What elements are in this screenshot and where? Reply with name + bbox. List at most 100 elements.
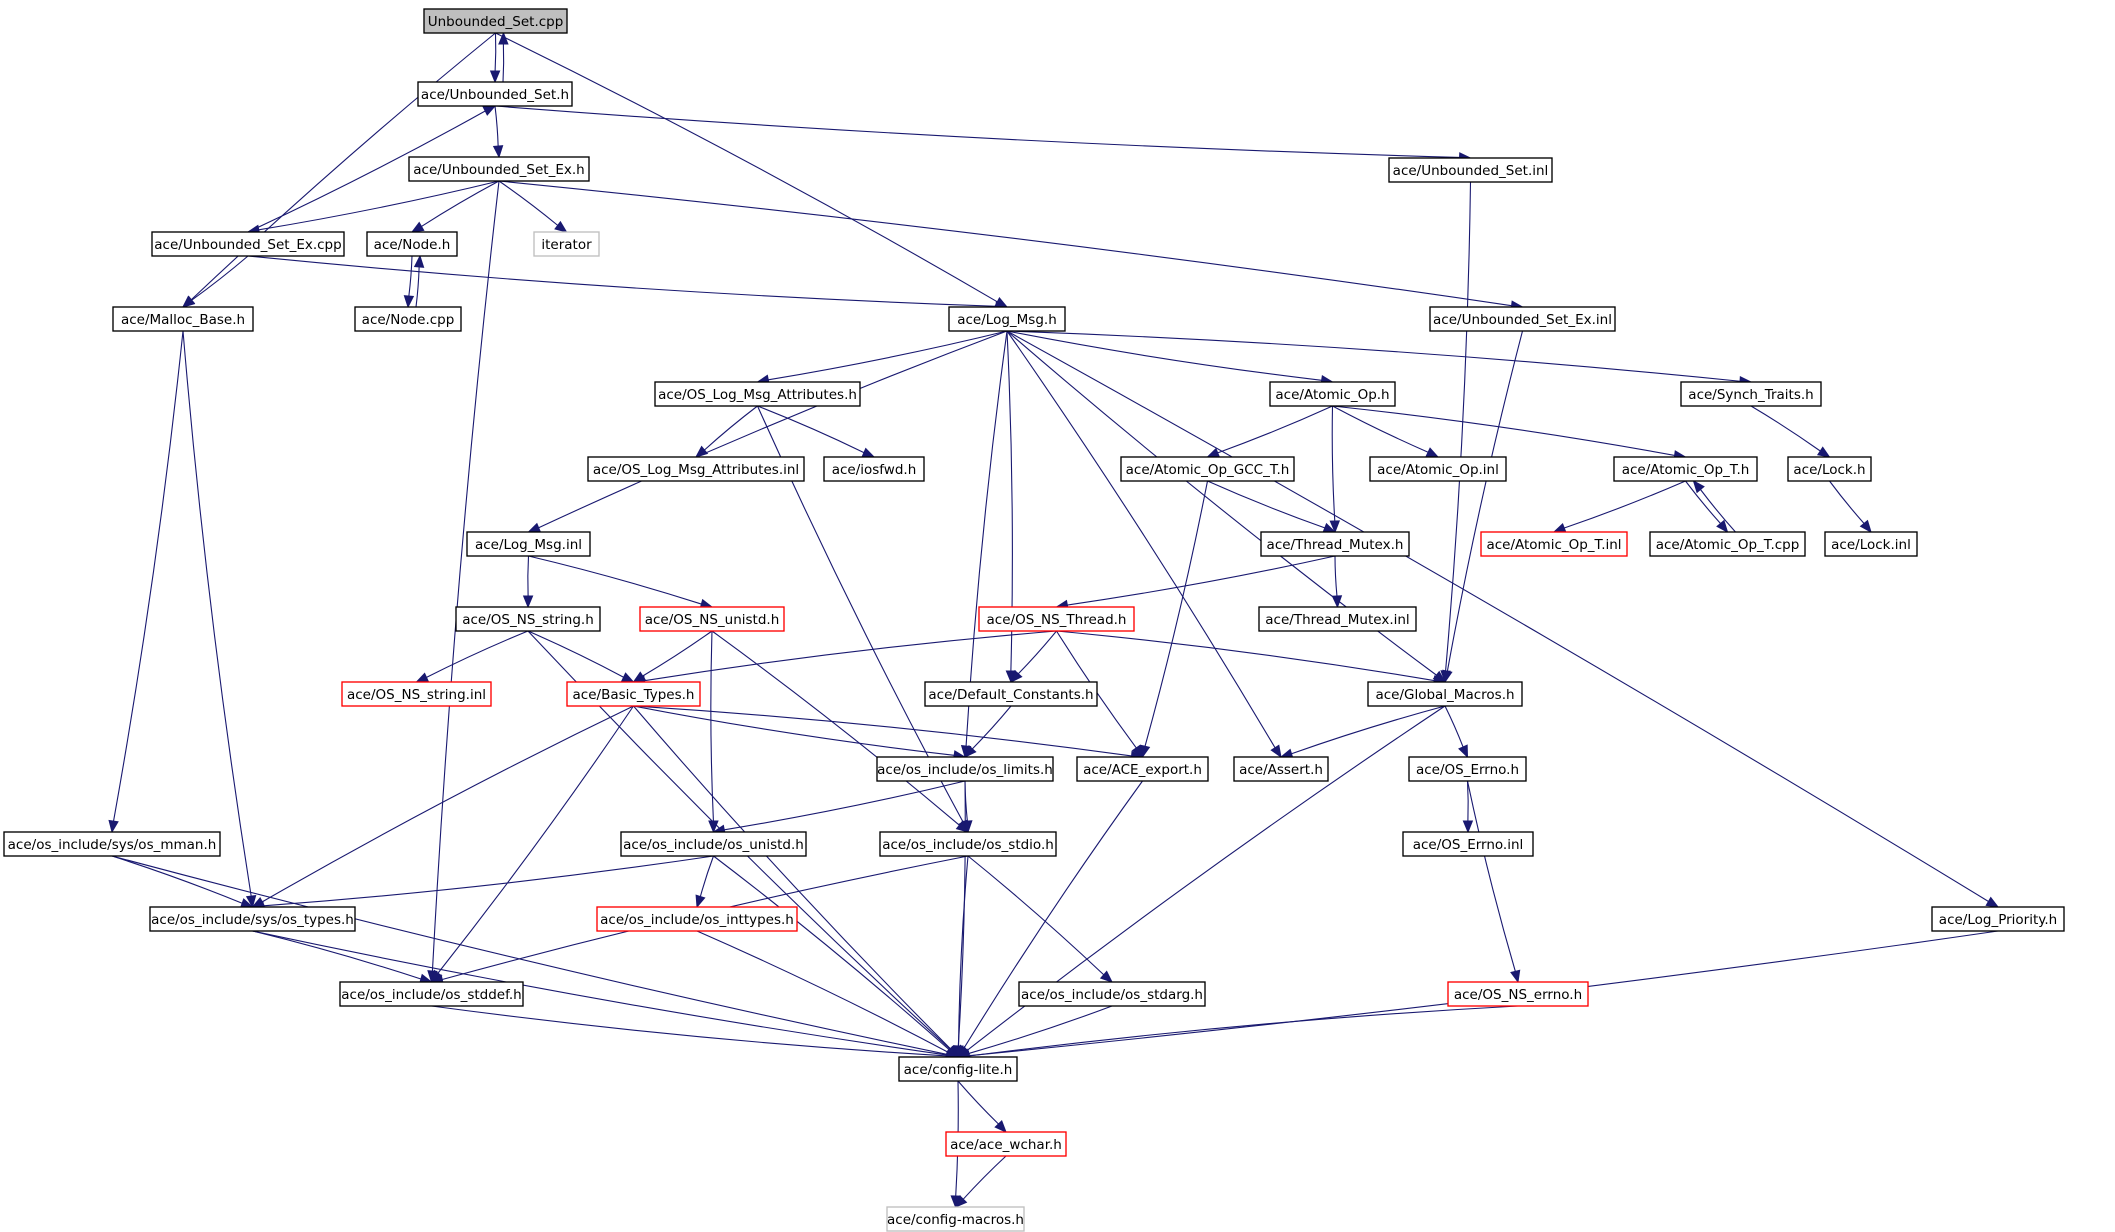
node-os-inttypes-h[interactable]: ace/os_include/os_inttypes.h <box>596 906 798 932</box>
node-atomic-op-inl[interactable]: ace/Atomic_Op.inl <box>1369 456 1507 482</box>
node-os-limits-h[interactable]: ace/os_include/os_limits.h <box>876 756 1054 782</box>
node-box[interactable] <box>149 906 356 932</box>
node-config-lite-h[interactable]: ace/config-lite.h <box>898 1056 1018 1082</box>
node-os-unistd-h[interactable]: ace/os_include/os_unistd.h <box>620 831 807 857</box>
node-unbounded-set-h[interactable]: ace/Unbounded_Set.h <box>417 81 573 107</box>
node-box[interactable] <box>1402 831 1534 857</box>
node-lock-h[interactable]: ace/Lock.h <box>1787 456 1872 482</box>
node-node-cpp[interactable]: ace/Node.cpp <box>354 306 462 332</box>
node-box[interactable] <box>112 306 254 332</box>
node-ace-export-h[interactable]: ace/ACE_export.h <box>1076 756 1209 782</box>
node-iosfwd-h[interactable]: ace/iosfwd.h <box>823 456 925 482</box>
node-box[interactable] <box>1260 531 1410 557</box>
node-log-msg-inl[interactable]: ace/Log_Msg.inl <box>466 531 591 557</box>
node-box[interactable] <box>1447 981 1589 1007</box>
node-thread-mutex-inl[interactable]: ace/Thread_Mutex.inl <box>1258 606 1417 632</box>
node-os-log-msg-attributes-h[interactable]: ace/OS_Log_Msg_Attributes.h <box>654 381 861 407</box>
node-basic-types-h[interactable]: ace/Basic_Types.h <box>566 681 701 707</box>
node-os-ns-string-h[interactable]: ace/OS_NS_string.h <box>455 606 601 632</box>
node-box[interactable] <box>1408 756 1527 782</box>
node-box[interactable] <box>596 906 798 932</box>
node-box[interactable] <box>423 8 568 34</box>
node-box[interactable] <box>876 756 1054 782</box>
node-box[interactable] <box>1787 456 1872 482</box>
node-box[interactable] <box>1258 606 1417 632</box>
node-thread-mutex-h[interactable]: ace/Thread_Mutex.h <box>1260 531 1410 557</box>
node-box[interactable] <box>1613 456 1758 482</box>
node-box[interactable] <box>948 306 1066 332</box>
node-box[interactable] <box>417 81 573 107</box>
node-os-log-msg-attributes-inl[interactable]: ace/OS_Log_Msg_Attributes.inl <box>587 456 805 482</box>
node-box[interactable] <box>886 1206 1025 1232</box>
node-box[interactable] <box>879 831 1057 857</box>
node-box[interactable] <box>1233 756 1329 782</box>
node-unbounded-set-ex-cpp[interactable]: ace/Unbounded_Set_Ex.cpp <box>151 231 345 257</box>
node-box[interactable] <box>823 456 925 482</box>
node-box[interactable] <box>533 231 600 257</box>
node-box[interactable] <box>466 531 591 557</box>
node-box[interactable] <box>978 606 1135 632</box>
node-log-msg-h[interactable]: ace/Log_Msg.h <box>948 306 1066 332</box>
node-atomic-op-gcc-t-h[interactable]: ace/Atomic_Op_GCC_T.h <box>1120 456 1295 482</box>
node-box[interactable] <box>587 456 805 482</box>
node-unbounded-set-ex-h[interactable]: ace/Unbounded_Set_Ex.h <box>408 156 590 182</box>
node-atomic-op-t-h[interactable]: ace/Atomic_Op_T.h <box>1613 456 1758 482</box>
node-box[interactable] <box>620 831 807 857</box>
node-box[interactable] <box>341 681 492 707</box>
node-assert-h[interactable]: ace/Assert.h <box>1233 756 1329 782</box>
node-box[interactable] <box>408 156 590 182</box>
node-malloc-base-h[interactable]: ace/Malloc_Base.h <box>112 306 254 332</box>
node-os-ns-thread-h[interactable]: ace/OS_NS_Thread.h <box>978 606 1135 632</box>
node-os-stdio-h[interactable]: ace/os_include/os_stdio.h <box>879 831 1057 857</box>
node-unbounded-set-inl[interactable]: ace/Unbounded_Set.inl <box>1388 157 1553 183</box>
node-os-ns-errno-h[interactable]: ace/OS_NS_errno.h <box>1447 981 1589 1007</box>
node-box[interactable] <box>898 1056 1018 1082</box>
node-lock-inl[interactable]: ace/Lock.inl <box>1824 531 1918 557</box>
node-box[interactable] <box>639 606 785 632</box>
node-box[interactable] <box>1369 456 1507 482</box>
node-os-ns-string-inl[interactable]: ace/OS_NS_string.inl <box>341 681 492 707</box>
node-unbounded-set-cpp[interactable]: Unbounded_Set.cpp <box>423 8 568 34</box>
node-box[interactable] <box>354 306 462 332</box>
node-box[interactable] <box>945 1131 1067 1157</box>
node-log-priority-h[interactable]: ace/Log_Priority.h <box>1931 906 2065 932</box>
node-box[interactable] <box>1367 681 1523 707</box>
node-atomic-op-t-cpp[interactable]: ace/Atomic_Op_T.cpp <box>1649 531 1806 557</box>
node-box[interactable] <box>1824 531 1918 557</box>
node-os-stddef-h[interactable]: ace/os_include/os_stddef.h <box>339 981 524 1007</box>
node-global-macros-h[interactable]: ace/Global_Macros.h <box>1367 681 1523 707</box>
node-default-constants-h[interactable]: ace/Default_Constants.h <box>924 681 1098 707</box>
node-box[interactable] <box>3 831 221 857</box>
node-box[interactable] <box>566 681 701 707</box>
node-box[interactable] <box>151 231 345 257</box>
node-box[interactable] <box>1429 306 1616 332</box>
node-os-types-h[interactable]: ace/os_include/sys/os_types.h <box>149 906 356 932</box>
node-os-stdarg-h[interactable]: ace/os_include/os_stdarg.h <box>1018 981 1206 1007</box>
node-box[interactable] <box>1480 531 1628 557</box>
node-box[interactable] <box>1931 906 2065 932</box>
node-atomic-op-h[interactable]: ace/Atomic_Op.h <box>1269 381 1396 407</box>
node-atomic-op-t-inl[interactable]: ace/Atomic_Op_T.inl <box>1480 531 1628 557</box>
node-box[interactable] <box>1076 756 1209 782</box>
node-box[interactable] <box>654 381 861 407</box>
node-unbounded-set-ex-inl[interactable]: ace/Unbounded_Set_Ex.inl <box>1429 306 1616 332</box>
node-box[interactable] <box>1388 157 1553 183</box>
node-os-ns-unistd-h[interactable]: ace/OS_NS_unistd.h <box>639 606 785 632</box>
node-box[interactable] <box>366 231 458 257</box>
node-box[interactable] <box>924 681 1098 707</box>
node-iterator[interactable]: iterator <box>533 231 600 257</box>
node-os-mman-h[interactable]: ace/os_include/sys/os_mman.h <box>3 831 221 857</box>
node-box[interactable] <box>1649 531 1806 557</box>
node-box[interactable] <box>1269 381 1396 407</box>
node-box[interactable] <box>339 981 524 1007</box>
node-node-h[interactable]: ace/Node.h <box>366 231 458 257</box>
node-config-macros-h[interactable]: ace/config-macros.h <box>886 1206 1025 1232</box>
node-box[interactable] <box>455 606 601 632</box>
node-box[interactable] <box>1120 456 1295 482</box>
node-synch-traits-h[interactable]: ace/Synch_Traits.h <box>1680 381 1822 407</box>
node-ace-wchar-h[interactable]: ace/ace_wchar.h <box>945 1131 1067 1157</box>
node-box[interactable] <box>1018 981 1206 1007</box>
node-os-errno-inl[interactable]: ace/OS_Errno.inl <box>1402 831 1534 857</box>
node-box[interactable] <box>1680 381 1822 407</box>
node-os-errno-h[interactable]: ace/OS_Errno.h <box>1408 756 1527 782</box>
